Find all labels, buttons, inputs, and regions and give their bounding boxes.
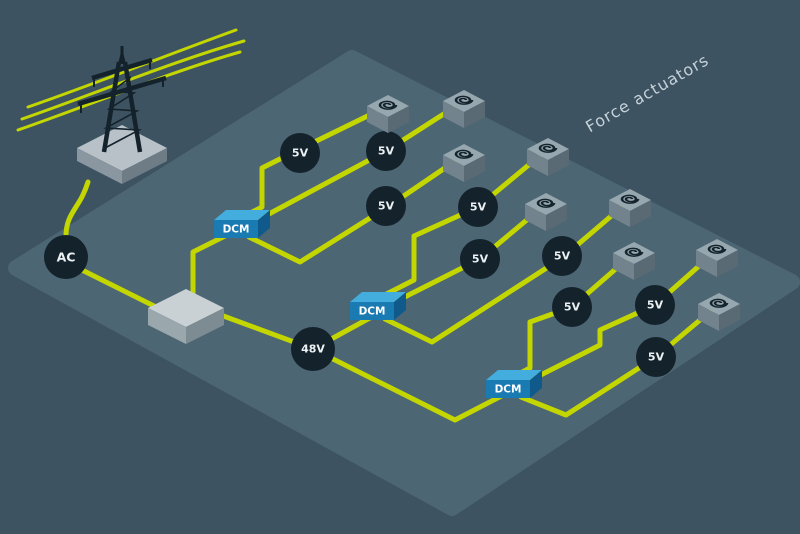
output-node-5v: 5V (458, 187, 498, 227)
power-line (20, 39, 246, 121)
output-node-label: 5V (647, 299, 664, 312)
dcm-label: DCM (223, 224, 250, 236)
output-node-label: 5V (378, 200, 395, 213)
dcm-label: DCM (495, 384, 522, 396)
output-node-5v: 5V (280, 133, 320, 173)
output-node-5v: 5V (366, 131, 406, 171)
ac-node: AC (44, 235, 88, 279)
output-node-label: 5V (554, 250, 571, 263)
ac-node-label: AC (57, 250, 76, 265)
wire-output (246, 152, 467, 265)
output-node-label: 5V (648, 351, 665, 364)
wire-48v-bus (215, 311, 516, 423)
bus-node-48v: 48V (291, 327, 335, 371)
wire-output (366, 146, 551, 306)
power-line (26, 28, 238, 109)
output-node-label: 5V (378, 145, 395, 158)
output-node-label: 5V (472, 253, 489, 266)
output-node-label: 5V (470, 201, 487, 214)
tower-base-slab (77, 125, 167, 184)
output-node-label: 5V (564, 301, 581, 314)
output-node-5v: 5V (552, 287, 592, 327)
dcm-label: DCM (359, 306, 386, 318)
output-node-5v: 5V (460, 239, 500, 279)
pylon (77, 46, 167, 153)
wire-output (518, 301, 722, 418)
output-node-5v: 5V (542, 236, 582, 276)
wire-output (510, 247, 720, 392)
wire-ac-to-converter (75, 265, 161, 311)
output-node-5v: 5V (635, 285, 675, 325)
wire-converter-to-dcm1 (190, 228, 238, 302)
dcm-module: DCM (214, 210, 270, 238)
dcm-module: DCM (350, 292, 406, 320)
transmission-tower-icon (77, 46, 167, 184)
ac-dc-converter-box (148, 289, 224, 344)
output-node-5v: 5V (636, 337, 676, 377)
dcm-module: DCM (486, 370, 542, 398)
output-node-5v: 5V (366, 186, 406, 226)
wire-grid-to-ac (63, 179, 91, 237)
output-node-label: 5V (292, 147, 309, 160)
bus-node-label: 48V (301, 343, 325, 356)
wire-output (382, 197, 633, 345)
